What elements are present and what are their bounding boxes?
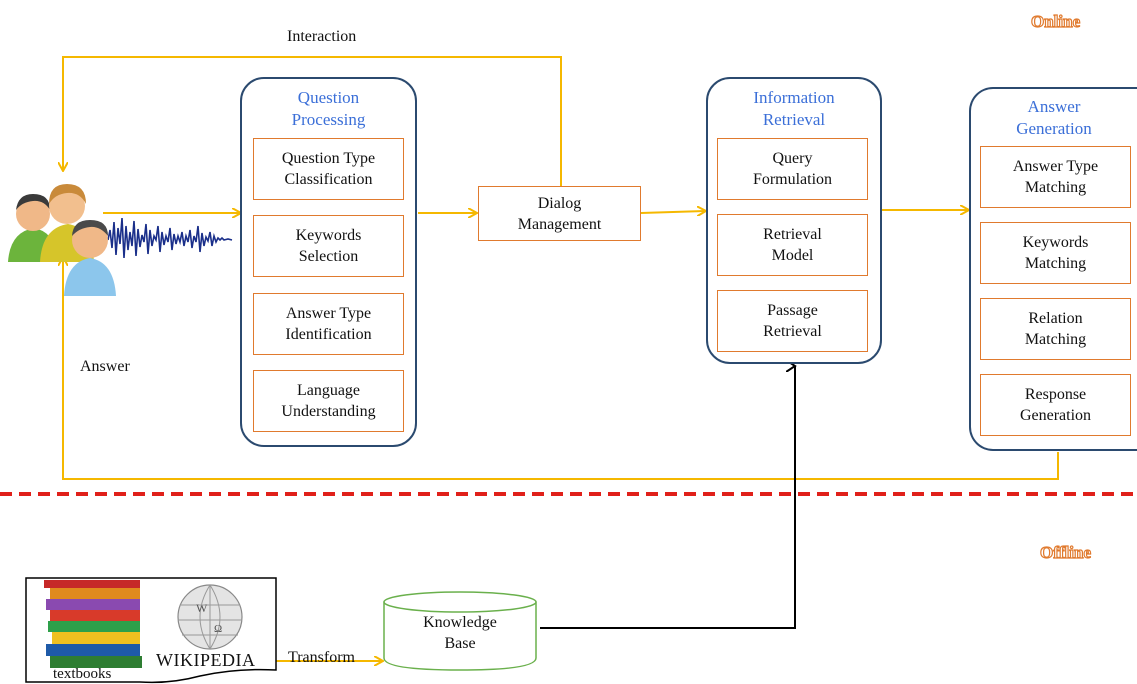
online-label: Online	[1030, 11, 1081, 31]
relation-matching-box: Relation Matching	[980, 298, 1131, 360]
dialog-management-box: Dialog Management	[478, 186, 641, 241]
wikipedia-wordmark: WIKIPEDIA	[156, 650, 256, 670]
keywords-selection-box: Keywords Selection	[253, 215, 404, 277]
textbooks-label: textbooks	[53, 666, 112, 682]
answer-label: Answer	[80, 358, 130, 375]
kb-to-ir-arrow	[540, 366, 795, 629]
knowledge-base-cylinder	[383, 591, 537, 671]
interaction-label: Interaction	[287, 28, 357, 45]
question-processing-title: Question Processing	[291, 88, 366, 129]
users-icon	[8, 184, 116, 296]
svg-text:W: W	[196, 601, 208, 615]
textbooks-icon	[44, 580, 142, 668]
retrieval-model-box: Retrieval Model	[717, 214, 868, 276]
question-type-classification-box: Question Type Classification	[253, 138, 404, 200]
interaction-arrow	[63, 56, 562, 186]
svg-text:Ω: Ω	[214, 623, 222, 635]
offline-label: Offline	[1039, 542, 1091, 562]
answer-type-matching-box: Answer Type Matching	[980, 146, 1131, 208]
transform-label: Transform	[288, 649, 355, 666]
information-retrieval-title: Information Retrieval	[753, 88, 835, 129]
waveform-icon	[107, 217, 233, 259]
answer-generation-title: Answer Generation	[1016, 97, 1092, 138]
keywords-matching-box: Keywords Matching	[980, 222, 1131, 284]
language-understanding-box: Language Understanding	[253, 370, 404, 432]
query-formulation-box: Query Formulation	[717, 138, 868, 200]
wikipedia-globe-icon: W Ω	[177, 584, 243, 650]
response-generation-box: Response Generation	[980, 374, 1131, 436]
passage-retrieval-box: Passage Retrieval	[717, 290, 868, 352]
knowledge-base-label: Knowledge Base	[423, 614, 497, 652]
answer-type-identification-box: Answer Type Identification	[253, 293, 404, 355]
dialog-to-ir-arrow	[640, 211, 705, 213]
answer-arrow	[63, 258, 1059, 480]
